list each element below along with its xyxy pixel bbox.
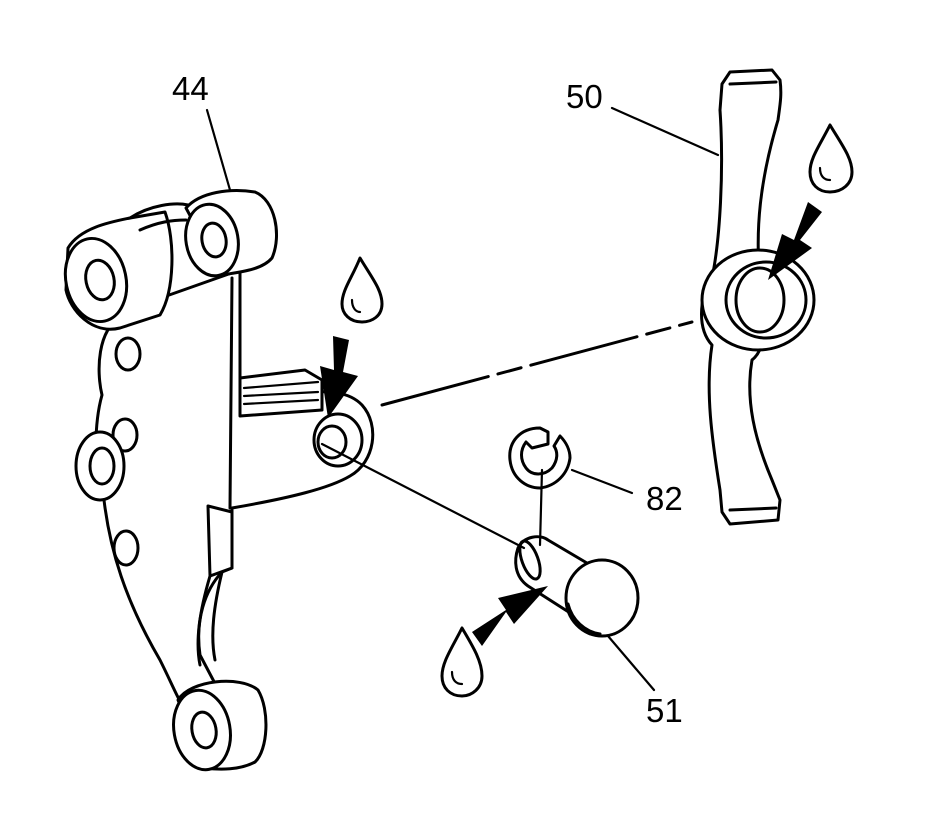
part-44-bracket (63, 189, 375, 772)
bracket-mid-tab (206, 504, 234, 578)
bracket-bottom-boss-bore (190, 710, 218, 750)
bracket-top-ridge (128, 202, 190, 220)
lever-hub-bore (734, 266, 786, 334)
bracket-pivot-hole-outer (312, 412, 364, 468)
assembly-dashed-line (380, 320, 694, 407)
callout-82: 82 (646, 480, 683, 517)
pin-groove (518, 539, 542, 581)
clip-axis-line (538, 468, 544, 547)
bracket-plate-outline (94, 268, 375, 714)
leader-44 (205, 108, 232, 192)
pin-head (564, 558, 640, 638)
bracket-upper-boss-bore (200, 221, 228, 259)
part-82-clip (508, 426, 572, 490)
clip-ring (508, 426, 572, 490)
pin-head-rim (566, 602, 602, 636)
bracket-side-boss-bore (88, 446, 116, 486)
part-51-pin (514, 535, 640, 638)
lever-top-edge (728, 80, 778, 86)
bracket-side-hole-3 (112, 529, 140, 567)
callout-50: 50 (566, 78, 603, 115)
bracket-lower-arm-2 (211, 570, 224, 662)
part-50-lever (700, 68, 816, 526)
bracket-rib-3 (242, 398, 320, 406)
bracket-rib-2 (242, 390, 320, 398)
bracket-bottom-boss-face (172, 688, 232, 772)
bracket-upper-boss-face (184, 202, 240, 278)
bracket-arm-edge (228, 276, 234, 510)
arrow-icon (768, 202, 822, 280)
bracket-left-boss-face (63, 236, 129, 324)
oil-drop-icon (340, 256, 384, 324)
arrow-icon (472, 586, 548, 646)
lever-bottom-edge (728, 506, 778, 512)
leader-82 (570, 468, 634, 495)
bracket-left-boss-bore (84, 258, 116, 302)
callout-44: 44 (172, 70, 209, 107)
pin-axis-line (320, 442, 526, 550)
bracket-top-ridge-2 (138, 218, 188, 232)
bracket-rib-1 (242, 380, 320, 390)
bracket-pivot-hole-inner (316, 424, 348, 460)
arrow-icon (320, 336, 358, 418)
oil-drop-icon (440, 626, 484, 698)
bracket-side-hole-1 (114, 336, 142, 372)
lever-hub-mid (724, 260, 808, 340)
callout-51: 51 (646, 692, 683, 729)
leader-51 (606, 634, 656, 692)
oil-drop-icon (808, 123, 854, 194)
bracket-lower-arm (196, 574, 212, 667)
leader-50 (610, 106, 720, 157)
bracket-side-boss-face (74, 430, 126, 502)
